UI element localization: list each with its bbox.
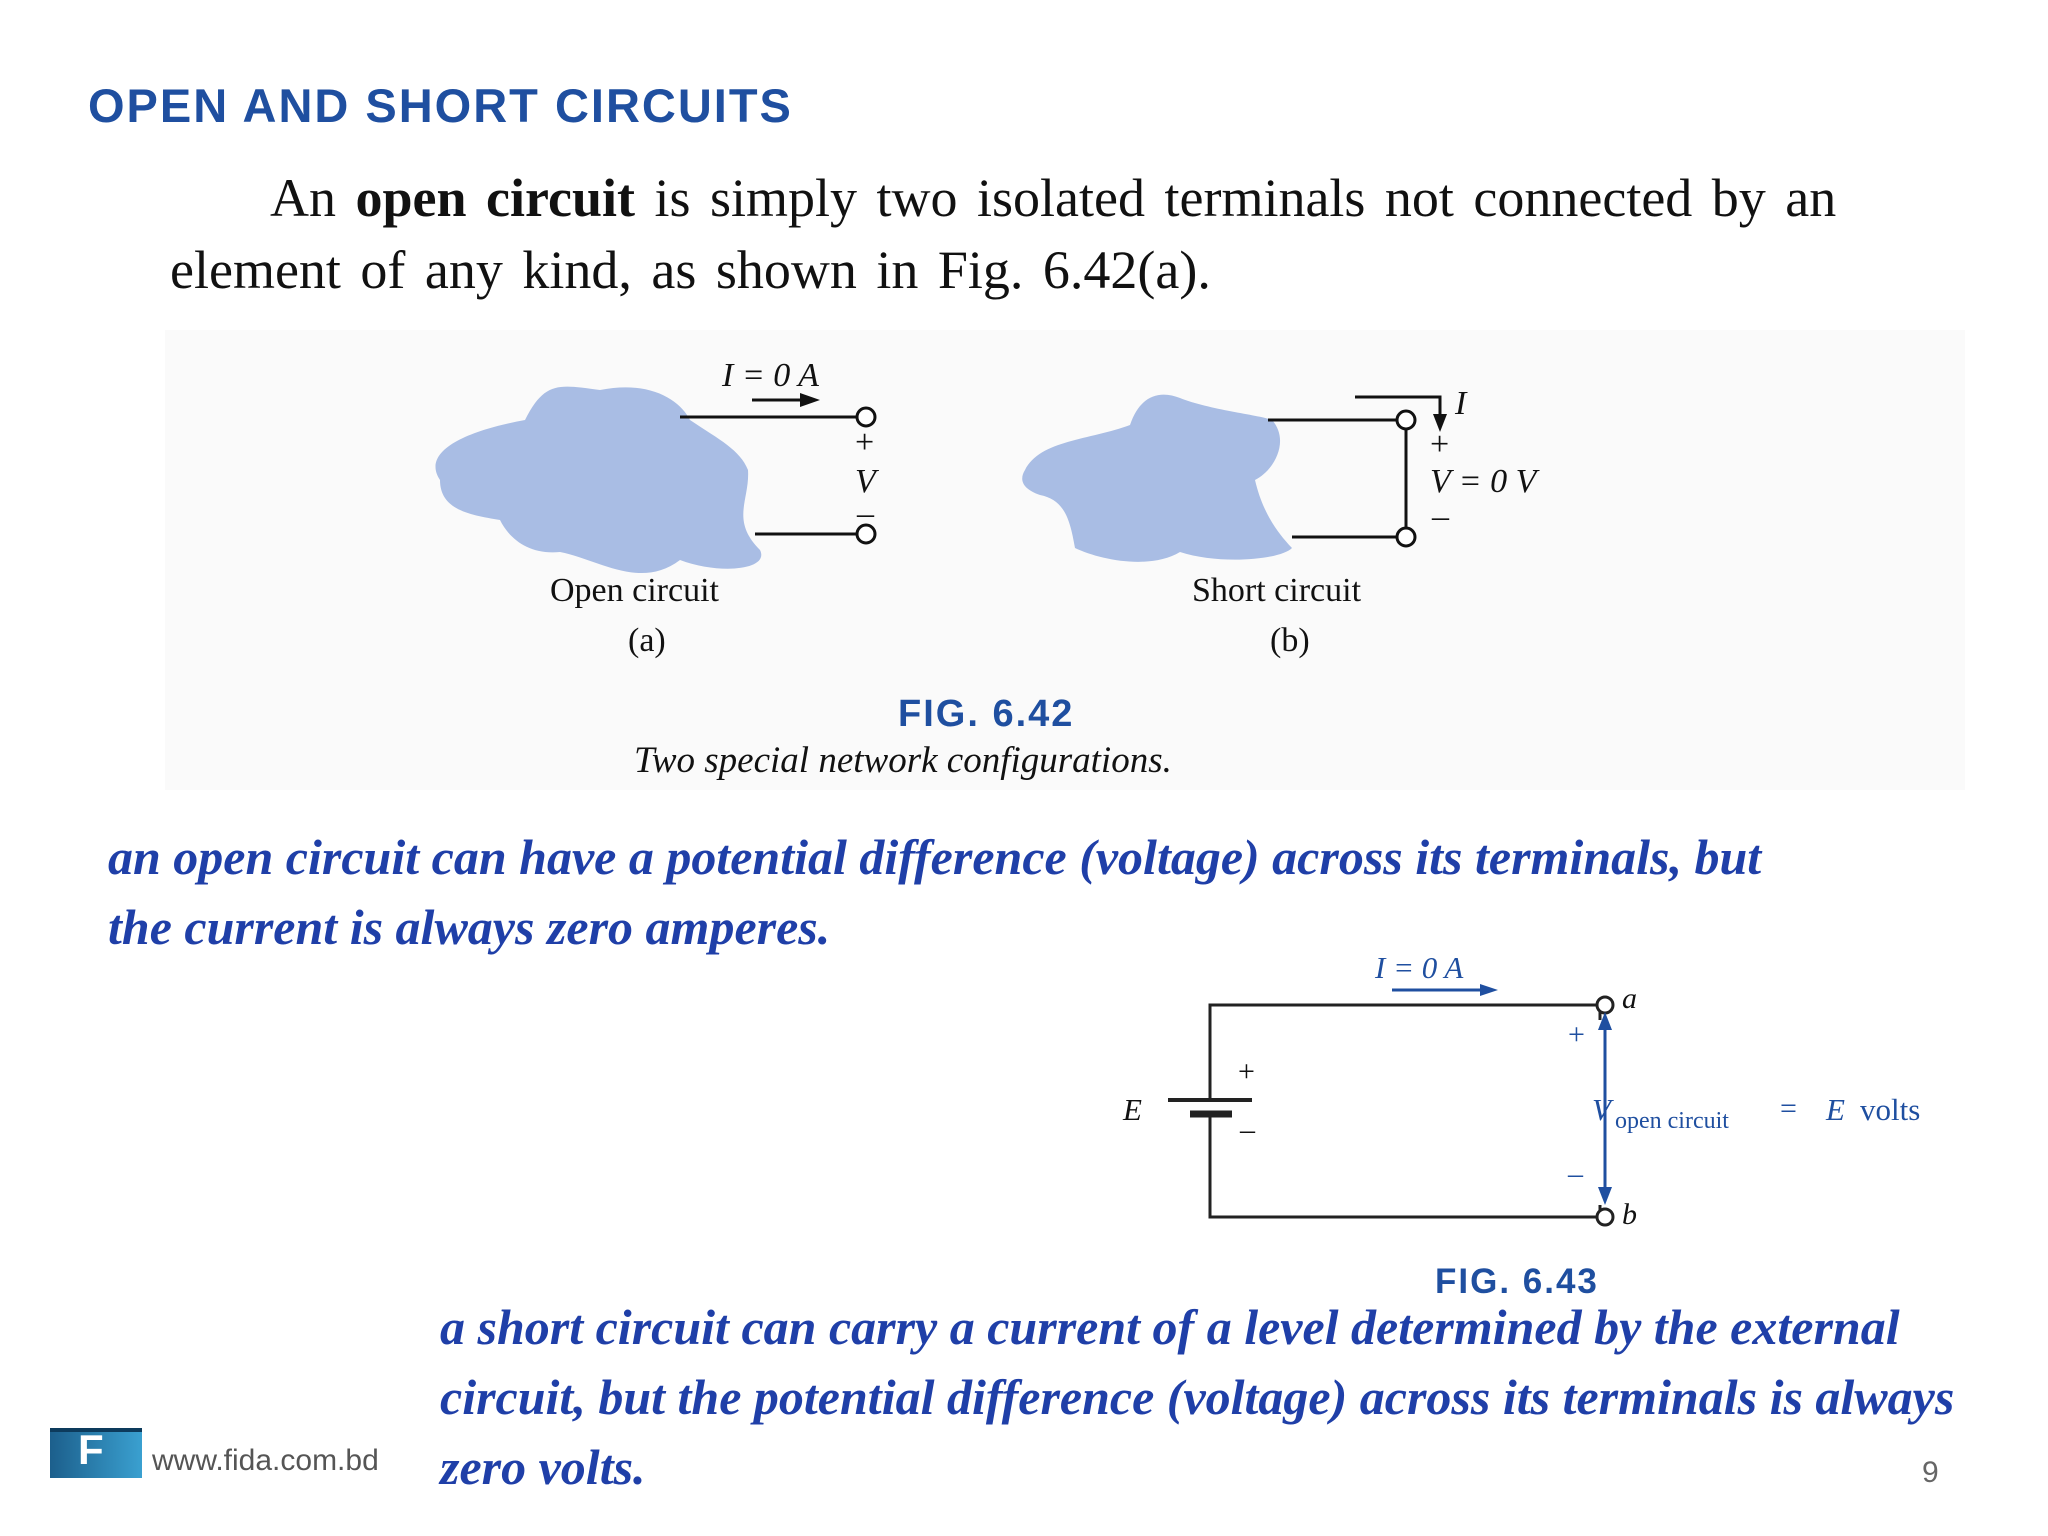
page-number: 9 [1922,1456,1939,1489]
open-current-arrowhead-icon [800,393,820,407]
fig643-v-symbol: V [1592,1092,1611,1127]
intro-bold-term: open circuit [355,168,635,228]
voltage-arrow-up-icon [1598,1012,1612,1030]
fig643-node-a: a [1622,982,1637,1015]
network-blob-short [1022,394,1292,562]
fig643-v-plus: + [1568,1018,1585,1051]
short-current-arrowhead-icon [1433,414,1447,432]
short-current-path [1355,395,1442,420]
open-terminal-bottom [855,523,877,545]
open-plus-sign: + [855,424,875,461]
open-terminal-top [855,406,877,428]
fig643-source-label: E [1123,1092,1142,1127]
fig643-equals: = [1780,1092,1797,1125]
open-gap [1585,1020,1615,1205]
intro-pre: An [270,168,356,228]
short-plus-sign: + [1430,426,1450,463]
open-minus-sign: – [857,495,874,532]
fig643-source-plus: + [1238,1055,1255,1088]
short-sub-label: (b) [1270,622,1310,659]
fig-6-42-area [165,330,1965,790]
fig643-result-e: E [1826,1092,1845,1127]
slide-title: OPEN AND SHORT CIRCUITS [88,79,793,132]
short-circuit-note: a short circuit can carry a current of a… [440,1299,1955,1495]
fig643-source-minus: – [1240,1113,1255,1146]
fig643-result-unit: volts [1860,1092,1921,1127]
open-sub-label: (a) [628,622,666,659]
intro-post: is simply two isolated terminals not con… [170,168,1837,300]
short-terminal-top [1395,409,1417,431]
voltage-arrow-down-icon [1598,1187,1612,1205]
network-blob-open [435,386,762,574]
node-b-terminal [1595,1207,1615,1227]
short-voltage-label: V = 0 V [1430,463,1537,500]
short-terminal-bottom [1395,526,1417,548]
fig-6-42-caption: FIG. 6.42 [898,693,1075,735]
open-circuit-note: an open circuit can have a potential dif… [108,829,1762,955]
fig643-current-arrowhead-icon [1480,984,1498,996]
fig643-v-subscript: open circuit [1615,1108,1729,1134]
fig-6-43-caption: FIG. 6.43 [1435,1262,1599,1301]
short-current-label: I [1455,385,1467,422]
open-voltage-label: V [855,463,876,500]
logo-letter: F [78,1426,104,1473]
intro-paragraph: An open circuit is simply two isolated t… [170,162,1870,306]
short-minus-sign: – [1432,498,1449,535]
fig-6-42-subcaption: Two special network configurations. [634,740,1172,781]
fida-logo-icon [50,1428,142,1478]
fig643-current-label: I = 0 A [1375,950,1464,985]
footer-url-link[interactable]: www.fida.com.bd [152,1444,379,1477]
fig643-node-b: b [1622,1198,1637,1231]
open-circuit-label: Open circuit [550,572,719,609]
short-circuit-label: Short circuit [1192,572,1362,609]
fig643-v-minus: – [1568,1157,1583,1190]
node-a-terminal [1595,995,1615,1015]
open-current-label: I = 0 A [722,357,819,394]
